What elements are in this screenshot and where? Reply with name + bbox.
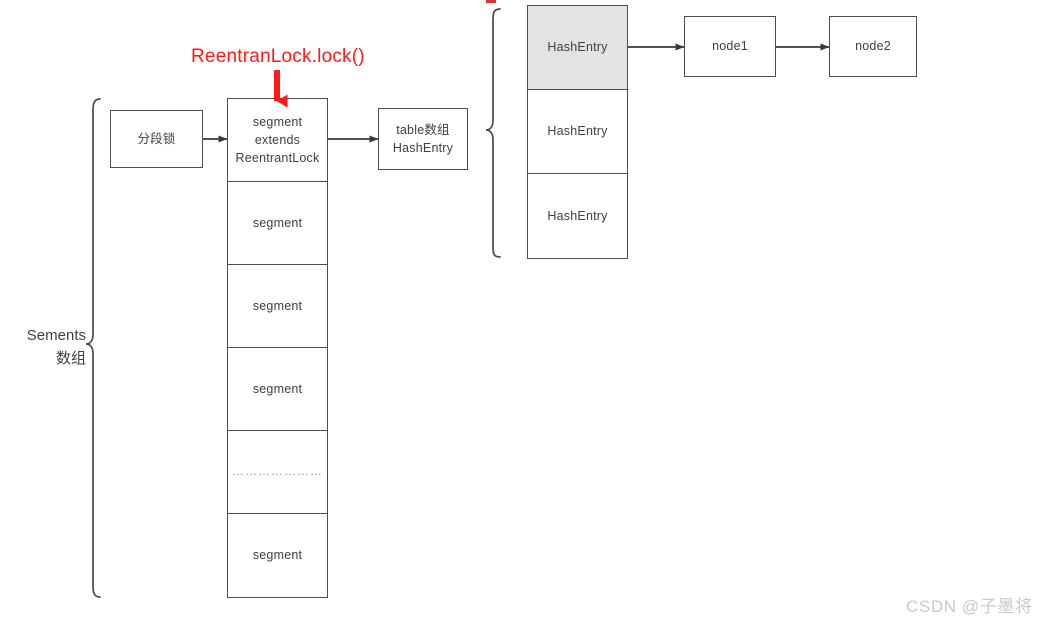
segments-array-brace	[85, 98, 101, 598]
segment-cell-5[interactable]: segment	[227, 513, 328, 598]
hash-entry-cell-2-label: HashEntry	[547, 208, 608, 223]
segments-array-label: Sements 数组	[26, 327, 86, 367]
segment-cell-2-label: segment	[252, 298, 303, 313]
segment-cell-ellipsis[interactable]: …………………	[227, 430, 328, 514]
segment-cell-1-label: segment	[252, 215, 303, 230]
segment-lock-box[interactable]: 分段锁	[110, 110, 203, 168]
node2-box-label: node2	[855, 39, 891, 54]
node1-box[interactable]: node1	[684, 16, 776, 77]
segment-lock-box-label: 分段锁	[137, 131, 176, 146]
segment-cell-0-label: segment extends ReentrantLock	[235, 114, 320, 166]
hash-entry-cell-1-label: HashEntry	[547, 124, 608, 139]
table-array-box[interactable]: table数组 HashEntry	[378, 108, 468, 170]
node1-box-label: node1	[712, 39, 748, 54]
hash-entry-cell-2[interactable]: HashEntry	[527, 173, 628, 259]
hash-entry-cell-0-label: HashEntry	[547, 40, 608, 55]
segment-cell-ellipsis-label: …………………	[232, 464, 323, 479]
table-array-box-label: table数组 HashEntry	[392, 122, 454, 155]
segment-cell-3[interactable]: segment	[227, 347, 328, 431]
hash-entry-cell-0[interactable]: HashEntry	[527, 5, 628, 90]
segment-cell-5-label: segment	[252, 548, 303, 563]
reentrant-lock-annotation-label: ReentranLock.lock()	[191, 46, 365, 67]
hash-entry-cell-1[interactable]: HashEntry	[527, 89, 628, 174]
segment-cell-2[interactable]: segment	[227, 264, 328, 348]
segment-cell-3-label: segment	[252, 381, 303, 396]
hash-entry-brace	[485, 8, 501, 258]
csdn-watermark: CSDN @子墨将	[906, 597, 1033, 616]
node2-box[interactable]: node2	[829, 16, 917, 77]
clipped-red-mark	[486, 0, 496, 3]
segment-cell-0[interactable]: segment extends ReentrantLock	[227, 98, 328, 182]
segment-cell-1[interactable]: segment	[227, 181, 328, 265]
